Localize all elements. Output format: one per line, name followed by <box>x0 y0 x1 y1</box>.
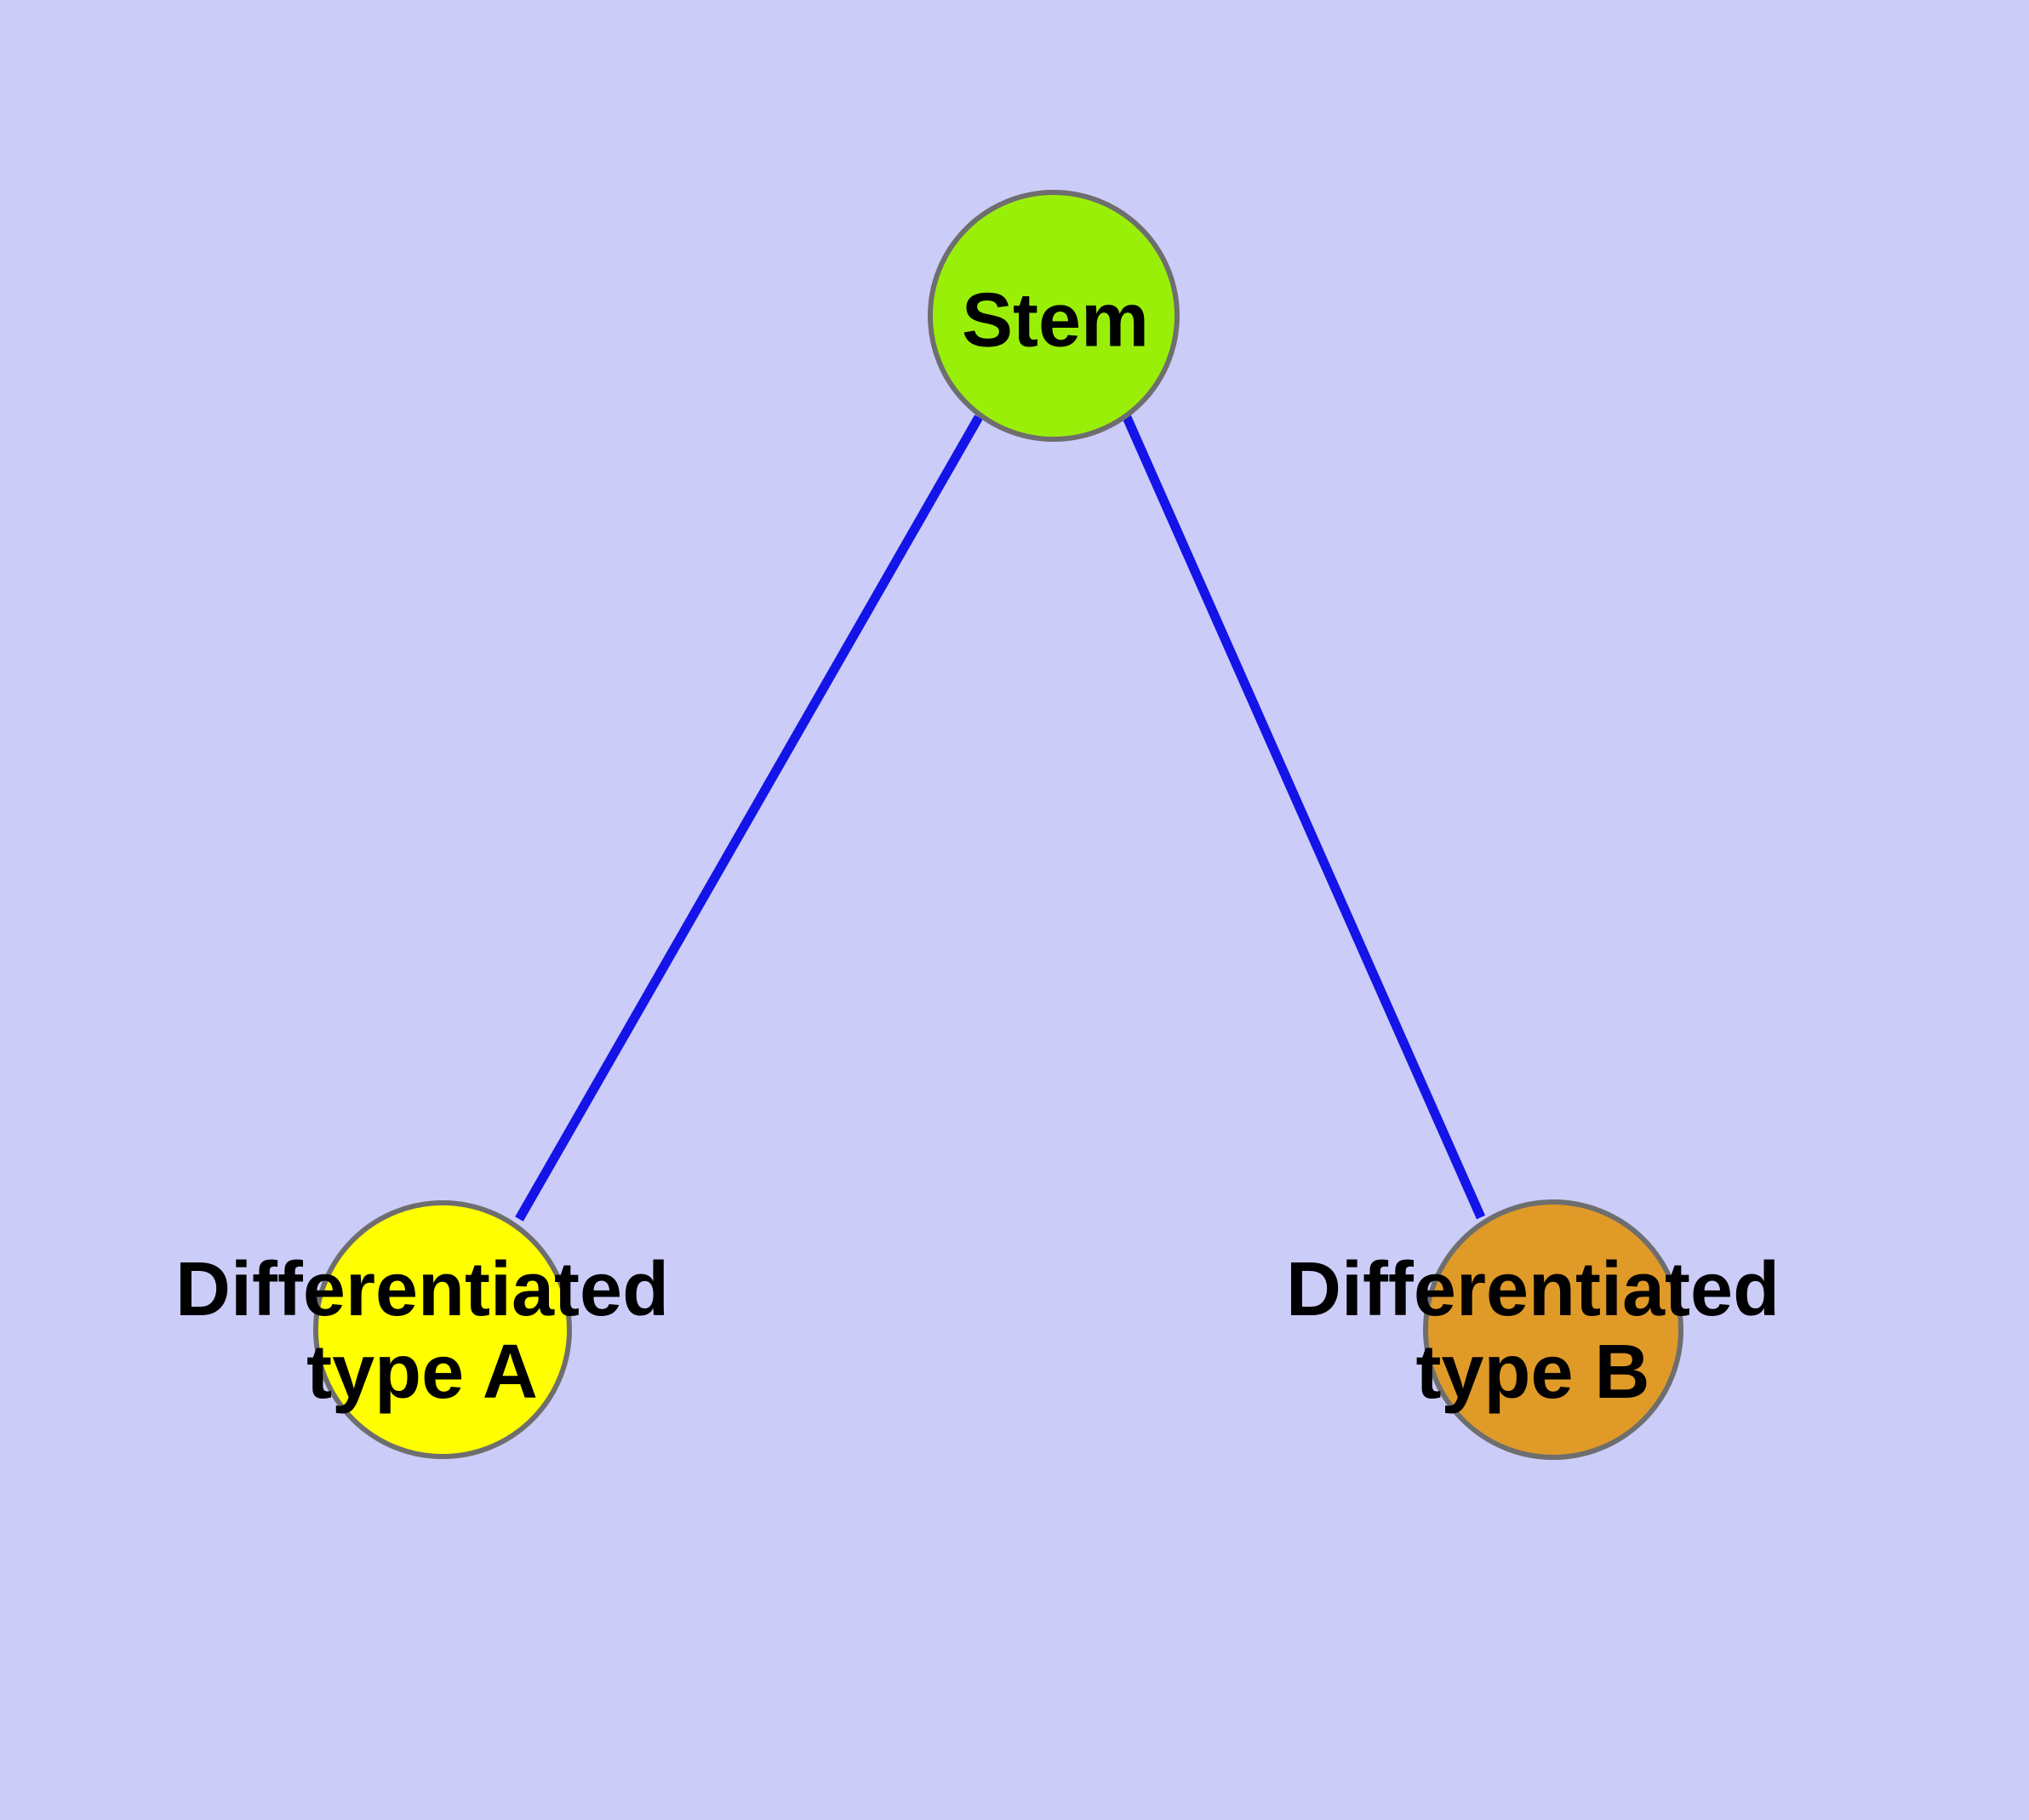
graph-node-diff_a[interactable]: Differentiated type A <box>175 1200 669 1459</box>
node-circle-diff_b[interactable] <box>1423 1199 1683 1460</box>
node-circle-stem[interactable] <box>928 190 1180 442</box>
graph-node-diff_b[interactable]: Differentiated type B <box>1286 1199 1780 1460</box>
graph-edge-stem-to-diff-b[interactable] <box>1121 413 1486 1220</box>
graph-node-stem[interactable]: Stem <box>928 190 1180 442</box>
node-circle-diff_a[interactable] <box>313 1200 572 1459</box>
edge-collection <box>515 413 1486 1222</box>
graph-edge-stem-to-diff-a[interactable] <box>515 415 983 1222</box>
